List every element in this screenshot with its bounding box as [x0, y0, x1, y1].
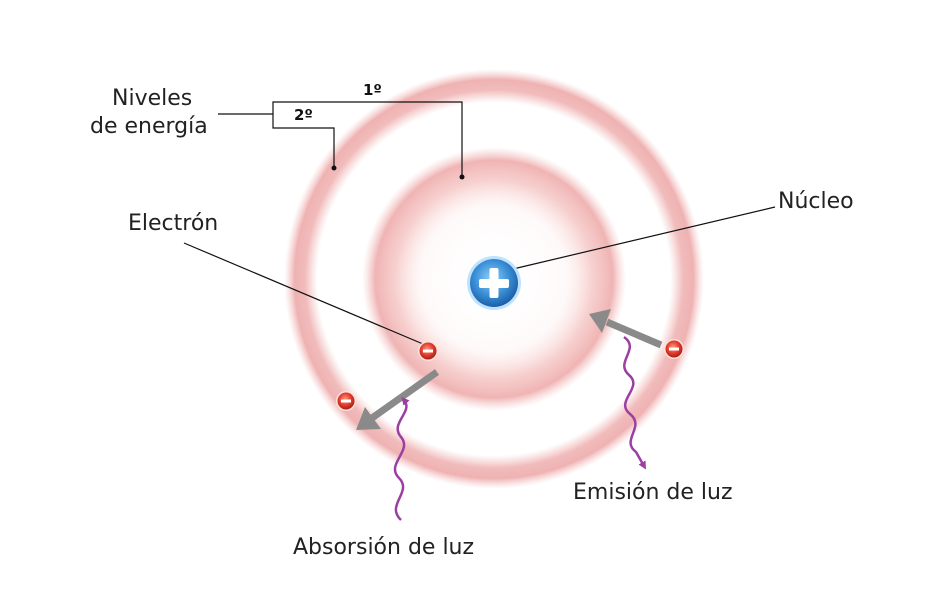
minus-icon — [423, 349, 433, 353]
energy-levels-label-line1: Niveles — [112, 86, 193, 111]
emission-light-wave — [623, 335, 646, 470]
electron-inner-orbit — [418, 341, 438, 361]
minus-icon — [341, 399, 351, 403]
nucleus — [467, 256, 521, 310]
absorption-transition-arrow — [356, 369, 440, 430]
emission-label: Emisión de luz — [573, 480, 733, 505]
electron-leader-line — [183, 242, 424, 345]
emission-transition-arrow — [589, 309, 663, 349]
electron-label: Electrón — [128, 211, 219, 236]
electron-outer-orbit-right — [664, 339, 684, 359]
electron-outer-orbit-left — [336, 391, 356, 411]
level-1-label: 1º — [363, 81, 382, 99]
energy-level-leaders — [218, 101, 463, 176]
level-2-label: 2º — [294, 106, 313, 124]
level-2-dot — [331, 165, 337, 171]
nucleus-leader-line — [512, 206, 776, 270]
nucleus-label: Núcleo — [778, 189, 854, 214]
absorption-label: Absorsión de luz — [293, 535, 475, 560]
level-1-dot — [459, 174, 465, 180]
absorption-light-wave — [393, 396, 410, 521]
energy-levels-label-line2: de energía — [90, 114, 208, 139]
minus-icon — [669, 347, 679, 351]
plus-icon — [479, 268, 509, 298]
